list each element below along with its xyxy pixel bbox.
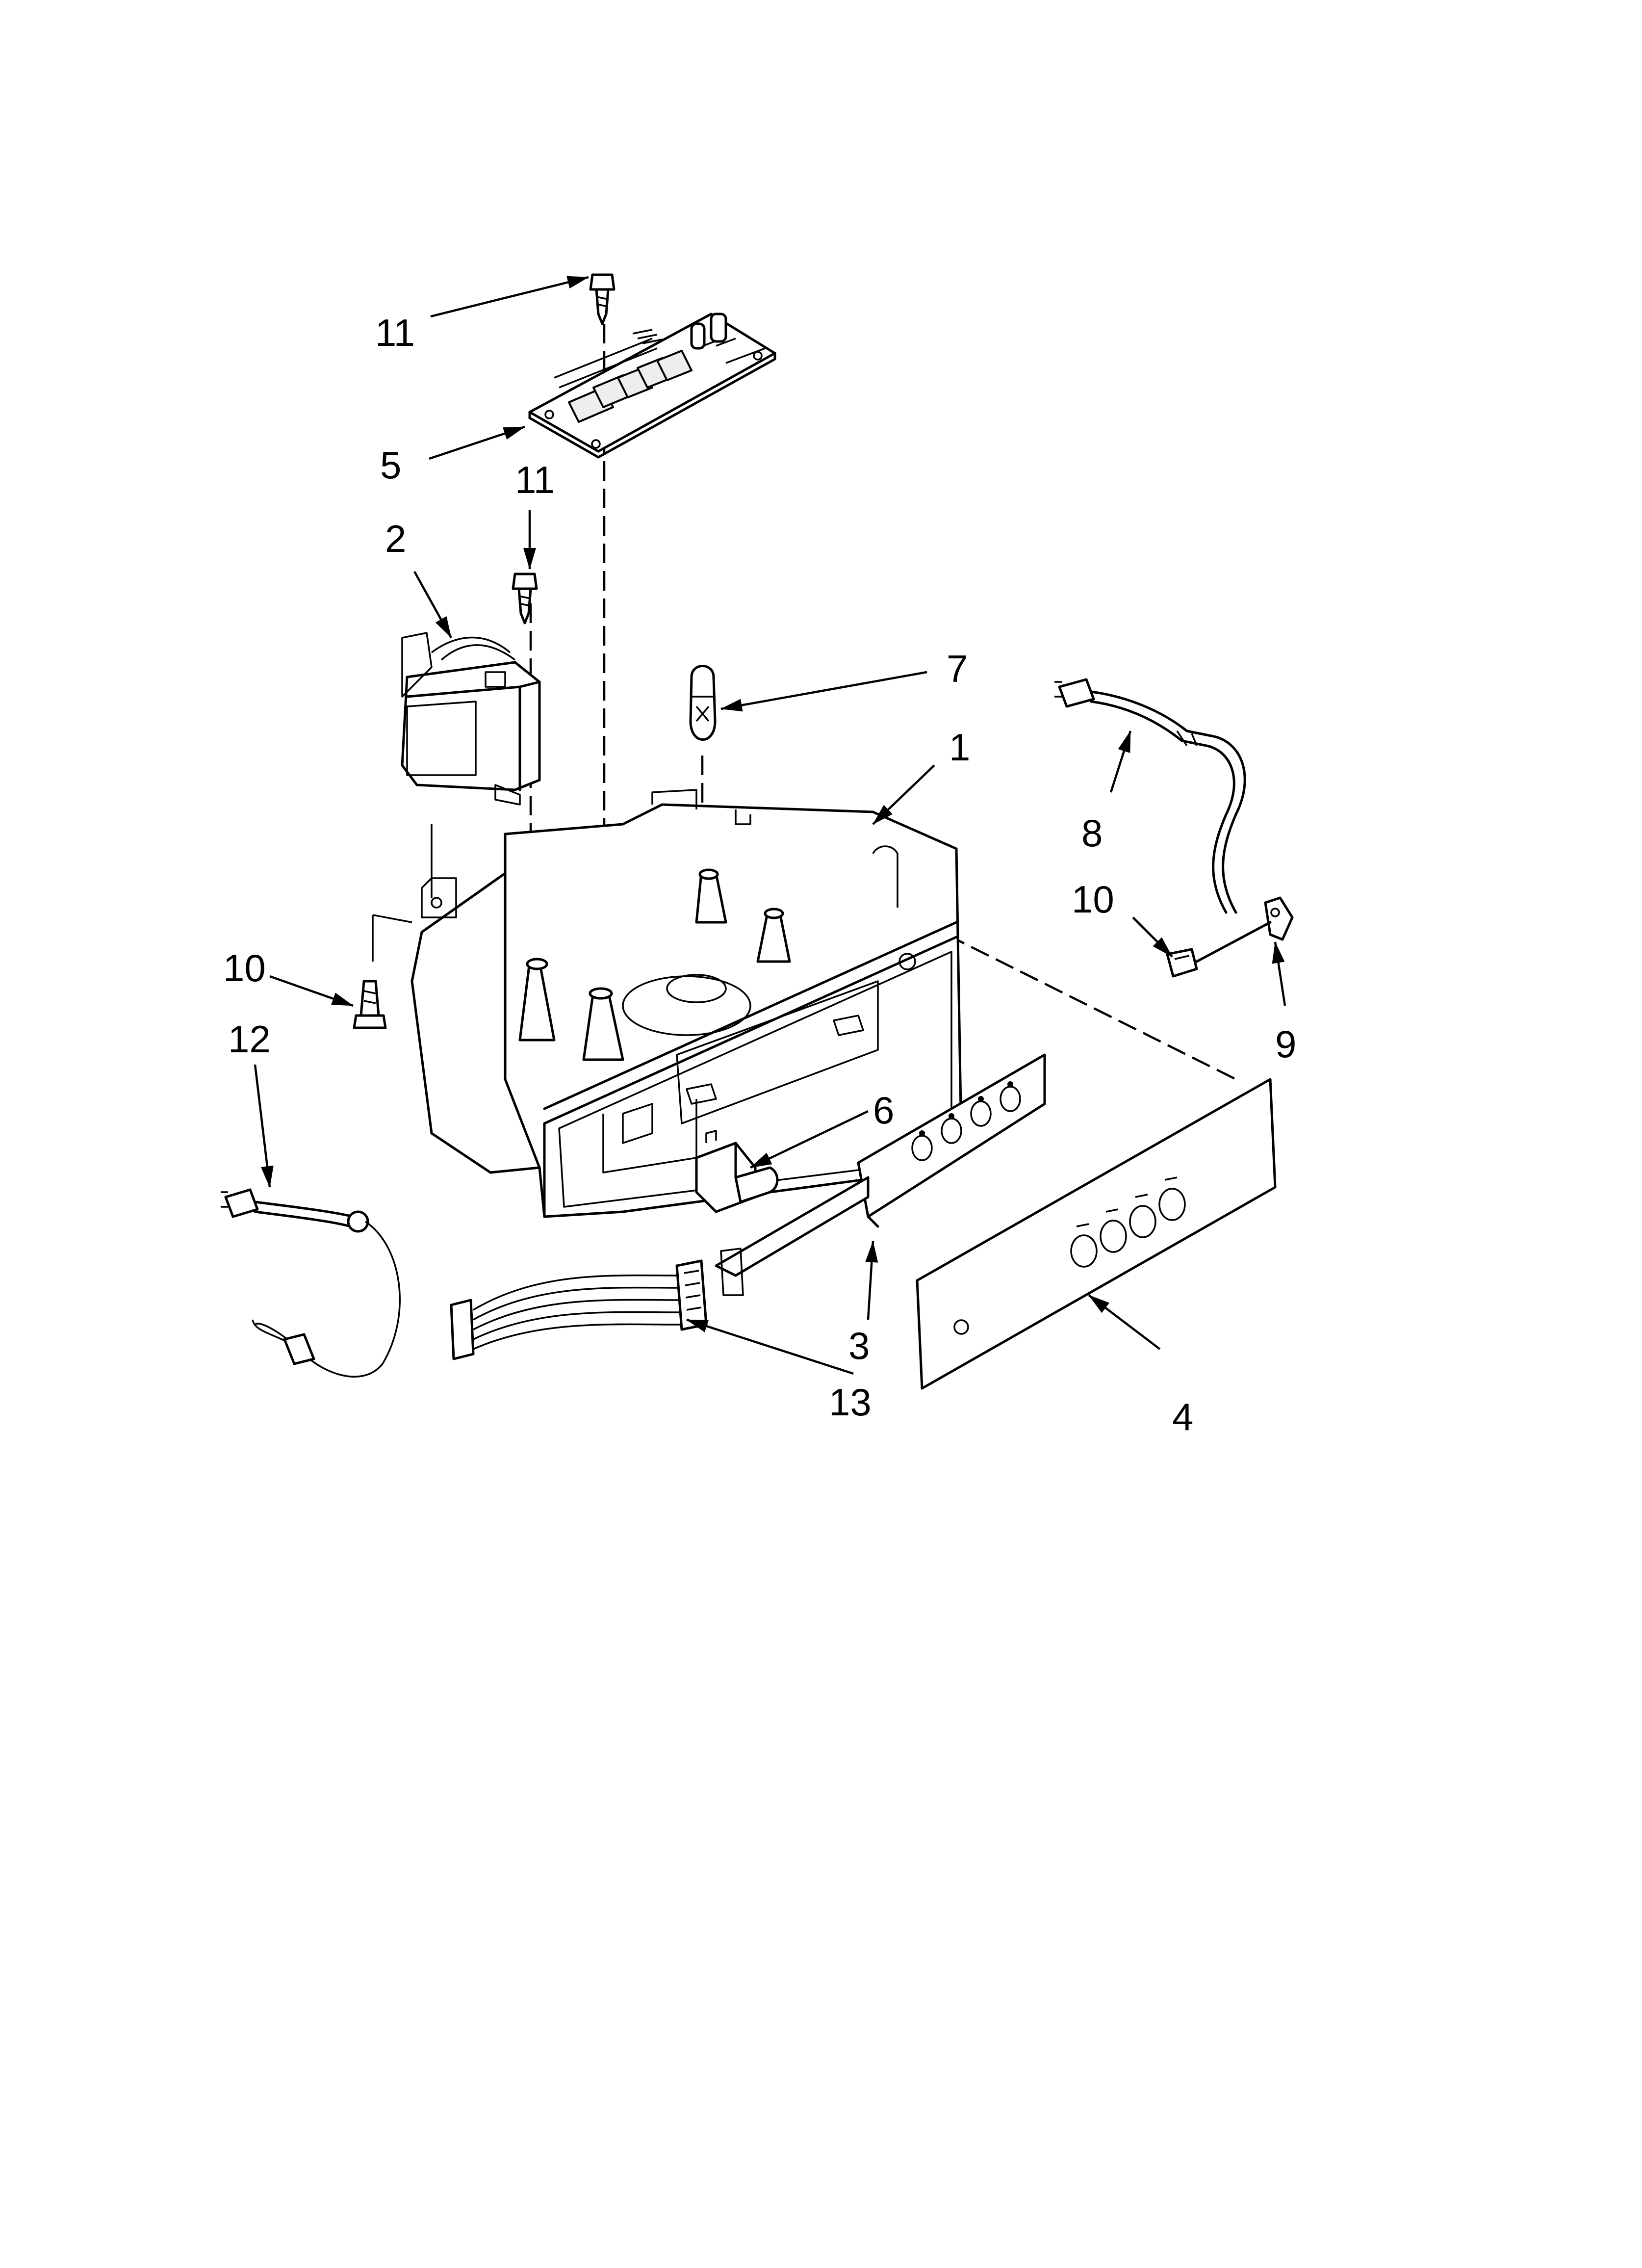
control-overlay — [916, 1078, 1277, 1390]
callout-10-right: 10 — [1072, 878, 1114, 921]
callout-12: 12 — [228, 1017, 271, 1061]
callout-8: 8 — [1081, 811, 1103, 855]
door-switch — [695, 1130, 779, 1213]
control-board — [528, 313, 776, 459]
screw-left — [353, 980, 387, 1029]
wire-harness-8 — [1054, 678, 1246, 914]
callout-7: 7 — [947, 647, 968, 690]
callout-13: 13 — [829, 1381, 872, 1424]
transformer — [401, 632, 541, 806]
lamp-bulb — [689, 665, 717, 741]
screw-upper — [589, 273, 616, 325]
screw-right — [1166, 948, 1198, 978]
callout-5: 5 — [380, 443, 401, 487]
callout-2: 2 — [385, 517, 406, 560]
leader-lines — [254, 276, 1286, 1375]
sensor-wire-12 — [221, 1188, 401, 1378]
callout-11-top: 11 — [375, 311, 415, 354]
switch-board — [715, 1053, 1046, 1296]
ribbon-harness — [450, 1259, 708, 1360]
callout-3: 3 — [848, 1324, 870, 1367]
callout-1: 1 — [949, 726, 970, 769]
callout-4: 4 — [1172, 1395, 1193, 1438]
callout-labels: 11 5 11 2 7 1 8 10 9 10 12 6 3 13 4 — [223, 311, 1296, 1438]
control-housing — [372, 789, 963, 1218]
terminal-9 — [1195, 896, 1294, 963]
callout-6: 6 — [873, 1089, 894, 1132]
screw-transformer — [512, 573, 538, 625]
callout-9: 9 — [1275, 1022, 1296, 1066]
callout-11-mid: 11 — [515, 458, 555, 501]
callout-10-left: 10 — [223, 946, 266, 990]
